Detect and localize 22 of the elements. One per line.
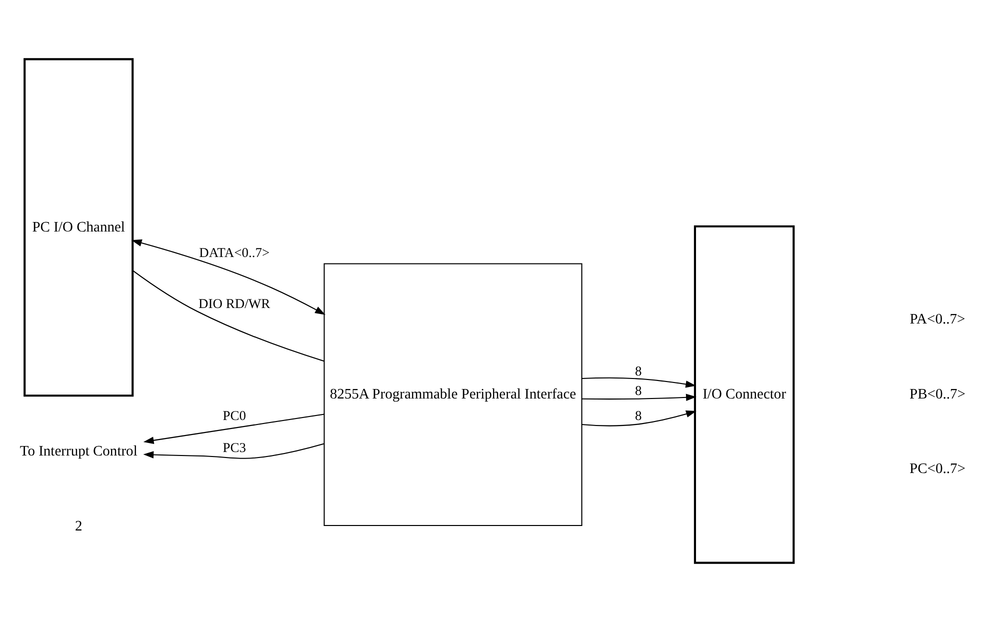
edge-label: 8 [635,362,642,378]
edge-label: PC3 [222,440,246,455]
label: PC<0..7> [910,460,966,477]
edge-label: 8 [635,382,642,398]
arrow [582,376,696,388]
node-box: I/O Connector [694,224,795,564]
node-box: PC I/O Channel [24,58,134,396]
label: PA<0..7> [910,311,966,328]
arrow [582,393,696,400]
edge-label: DATA<0..7> [199,244,270,260]
edge-label: 8 [635,407,642,422]
label: PB<0..7> [910,386,966,402]
arrow [143,413,324,444]
edge-label: PC0 [222,407,246,422]
connector [132,270,324,362]
arrow [143,442,324,458]
label: 2 [74,518,82,534]
arrow [582,410,696,426]
node-text: To Interrupt Control [20,443,138,460]
edge-label: DIO RD/WR [198,295,270,310]
arrow [131,238,326,314]
node-box: 8255A Programmable Peripheral Interface [324,262,582,526]
